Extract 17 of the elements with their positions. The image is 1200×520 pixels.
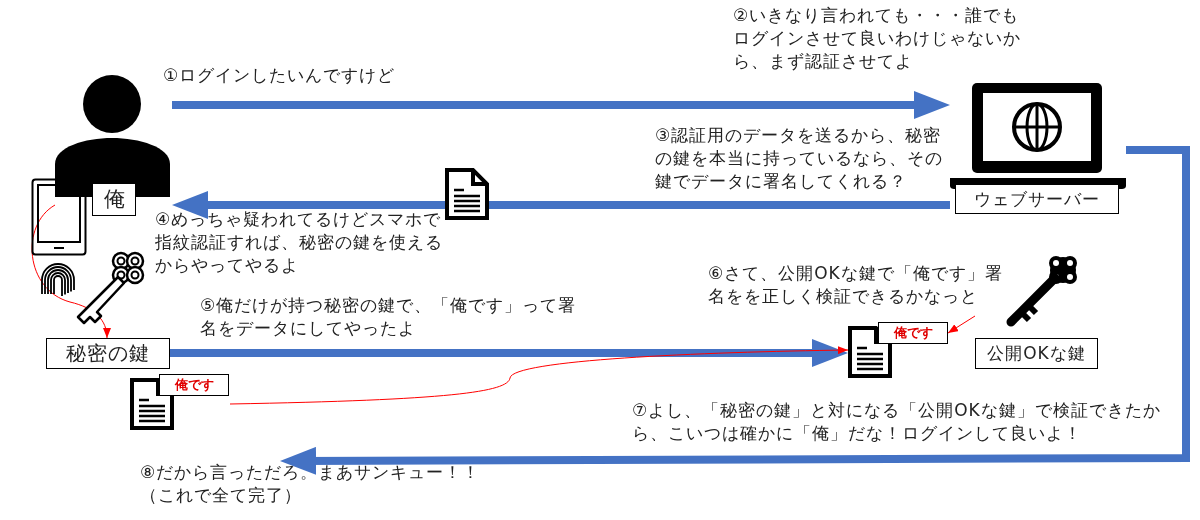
label-box: 公開OKな鍵 (975, 338, 1098, 369)
step-text: ⑦よし、「秘密の鍵」と対になる「公開OKな鍵」で検証できたから、こいつは確かに「俺」だな！ログインして良いよ！ (632, 399, 1162, 445)
step-text: ①ログインしたいんですけど (163, 64, 397, 87)
signature-tag: 俺です (878, 322, 948, 344)
step-text: ⑧だから言っただろ。まあサンキュー！！（これで全て完了） (140, 461, 490, 507)
arrow (229, 346, 849, 405)
step-text: ⑥さて、公開OKな鍵で「俺です」署名をを正しく検証できるかなっと (708, 262, 1004, 308)
arrow (170, 339, 844, 367)
step-text: ④めっちゃ疑われてるけどスマホで指紋認証すれば、秘密の鍵を使えるからやってやるよ (155, 208, 444, 277)
step-text: ③認証用のデータを送るから、秘密の鍵を本当に持っているなら、その鍵でデータに署名してくれる？ (655, 124, 944, 193)
name-tag: 俺 (92, 183, 136, 216)
signature-tag: 俺です (159, 374, 229, 396)
step-text: ②いきなり言われても・・・誰でもログインさせて良いわけじゃないから、まず認証させてよ (733, 4, 1022, 73)
arrow (947, 315, 976, 334)
step-text: ⑤俺だけが持つ秘密の鍵で、「俺です」って署名をデータにしてやったよ (200, 294, 578, 340)
caption-box: ウェブサーバー (955, 184, 1119, 214)
label-box: 秘密の鍵 (46, 338, 170, 369)
